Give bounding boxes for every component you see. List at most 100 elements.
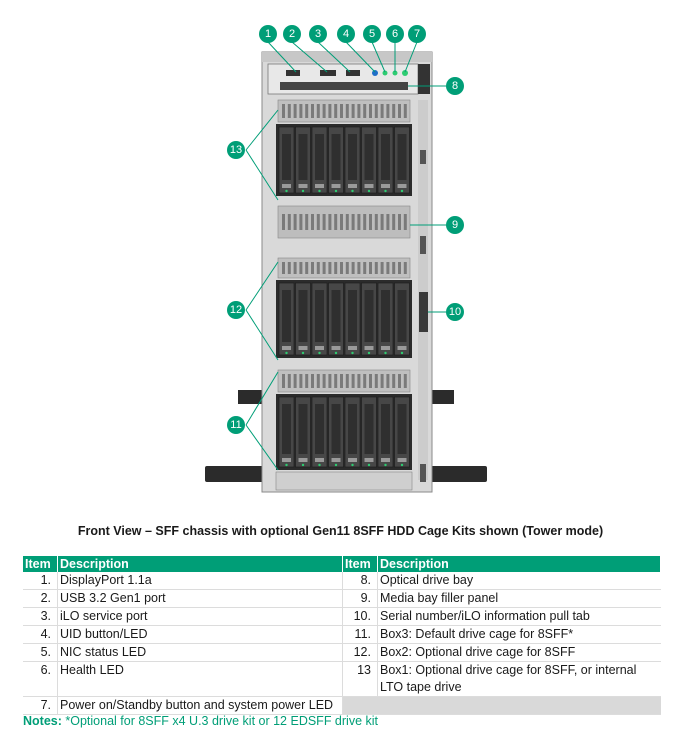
drive-handle	[381, 290, 390, 342]
drive-handle	[381, 404, 390, 454]
vent-slot	[322, 374, 326, 388]
drive-led	[367, 189, 371, 193]
svg-text:2: 2	[289, 28, 295, 40]
header-item-left: Item	[23, 556, 58, 572]
bottom-panel	[275, 471, 413, 491]
callout-8: 8	[446, 77, 464, 95]
figure-caption: Front View – SFF chassis with optional G…	[77, 524, 604, 538]
vent-slot	[282, 214, 285, 230]
item-number: 13	[342, 661, 378, 697]
item-number: 12.	[342, 643, 378, 662]
item-number: 8.	[342, 572, 378, 590]
notes-label: Notes:	[23, 714, 62, 728]
table-row: 3. iLO service port 10. Serial number/iL…	[23, 607, 661, 626]
drive-led	[400, 189, 404, 193]
vent-slot	[316, 214, 320, 230]
drive-handle	[331, 134, 341, 180]
vent-slots-3	[282, 374, 407, 388]
vent-slot	[299, 214, 303, 230]
drive-led	[301, 189, 305, 193]
vent-slot	[380, 104, 384, 118]
leader-lines	[245, 41, 446, 471]
vent-slot	[363, 262, 367, 274]
drive-handle	[315, 134, 324, 180]
svg-text:6: 6	[392, 28, 398, 40]
drive-handle	[364, 290, 374, 342]
vent-slot	[351, 262, 355, 274]
vent-slot	[369, 214, 372, 230]
drive-handle	[331, 404, 341, 454]
chassis-top-lip	[262, 52, 432, 62]
item-description: UID button/LED	[57, 625, 343, 644]
drive-handle	[298, 404, 308, 454]
drive-handle	[331, 290, 341, 342]
vent-slot	[374, 104, 378, 118]
drive-latch	[364, 184, 374, 188]
drive-led	[384, 189, 387, 193]
vent-slot	[345, 374, 349, 388]
vent-slot	[345, 214, 349, 230]
drive-latch	[298, 458, 308, 462]
drive-led	[384, 351, 387, 355]
item-number: 1.	[23, 572, 58, 590]
vent-slot	[282, 104, 285, 118]
drive-handle	[348, 290, 357, 342]
vent-slot	[403, 104, 407, 118]
drive-led	[367, 351, 371, 355]
vent-slot	[363, 374, 367, 388]
drive-led	[285, 351, 288, 355]
header-desc-right: Description	[377, 556, 661, 572]
right-rail-top	[418, 64, 430, 94]
vent-slot	[340, 214, 343, 230]
callout-4: 4	[337, 25, 355, 43]
uid-led	[372, 70, 378, 76]
side-latch-2	[420, 236, 426, 254]
drive-latch	[397, 346, 407, 350]
vent-slots-2	[282, 262, 407, 274]
drive-handle	[381, 134, 390, 180]
item-number: 9.	[342, 589, 378, 608]
vent-slot	[328, 262, 332, 274]
drive-latch	[381, 184, 390, 188]
vent-slot	[398, 374, 401, 388]
drive-latch	[348, 458, 357, 462]
drive-led	[334, 189, 338, 193]
drive-handle	[315, 404, 324, 454]
table-row: 7. Power on/Standby button and system po…	[23, 696, 661, 715]
svg-text:8: 8	[452, 80, 458, 92]
vent-slot	[380, 214, 384, 230]
callout-6: 6	[386, 25, 404, 43]
filler-vent-slots	[282, 214, 407, 230]
vent-slot	[392, 262, 396, 274]
svg-text:11: 11	[230, 419, 241, 431]
drive-latch	[298, 184, 308, 188]
vent-slot	[328, 214, 332, 230]
vent-slot	[322, 262, 326, 274]
vent-slot	[386, 104, 390, 118]
vent-slot	[340, 374, 343, 388]
vent-slot	[369, 374, 372, 388]
right-foot	[428, 390, 454, 404]
callout-13: 13	[227, 141, 245, 159]
drive-handle	[298, 134, 308, 180]
item-description: Media bay filler panel	[377, 589, 661, 608]
callout-11: 11	[227, 416, 245, 434]
vent-slot	[357, 214, 361, 230]
item-description: Optical drive bay	[377, 572, 661, 590]
vent-slot	[328, 374, 332, 388]
component-table: Item Description Item Description 1. Dis…	[23, 556, 661, 715]
table-row: 5. NIC status LED 12. Box2: Optional dri…	[23, 643, 661, 662]
vent-slot	[287, 262, 291, 274]
vent-slot	[357, 262, 361, 274]
item-description: Box1: Optional drive cage for 8SFF, or i…	[377, 661, 661, 697]
vent-slot	[403, 214, 407, 230]
vent-slot	[299, 374, 303, 388]
vent-slot	[305, 374, 309, 388]
vent-slot	[363, 104, 367, 118]
svg-text:13: 13	[230, 144, 242, 156]
drive-latch	[282, 346, 291, 350]
vent-slot	[322, 104, 326, 118]
item-description: Box2: Optional drive cage for 8SFF	[377, 643, 661, 662]
vent-slot	[334, 104, 338, 118]
vent-slot	[345, 262, 349, 274]
